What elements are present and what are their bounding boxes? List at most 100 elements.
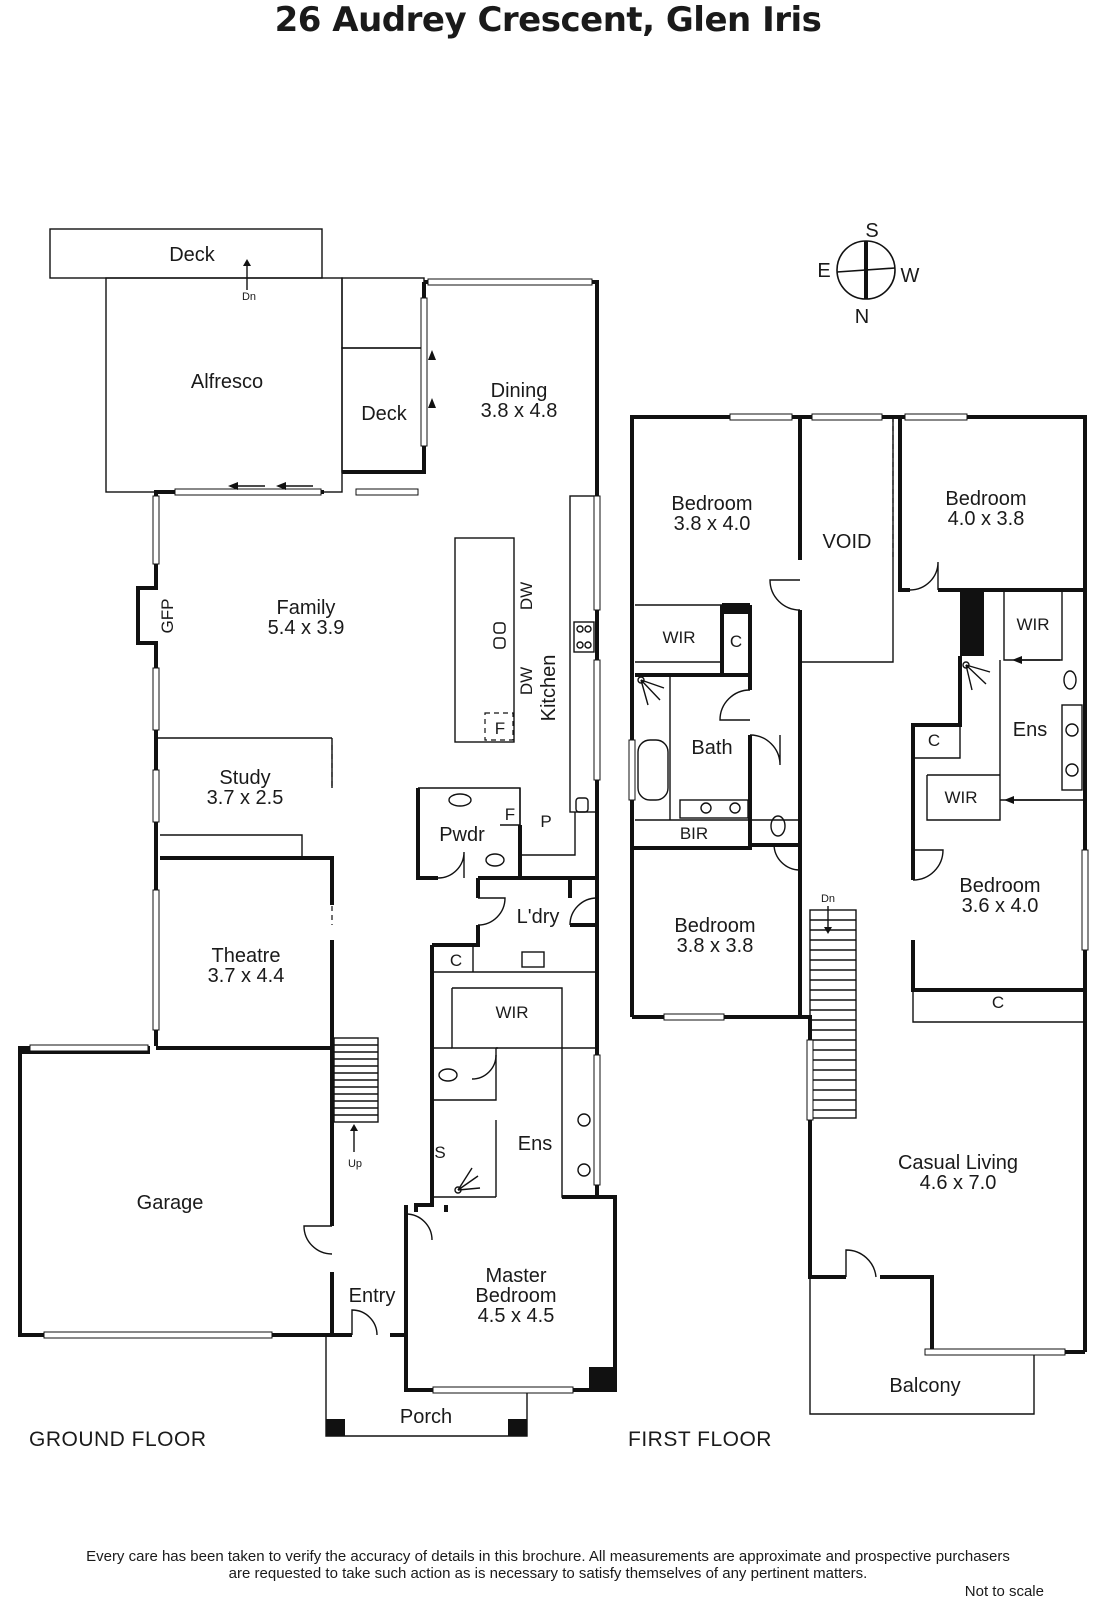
pantry-label: P <box>540 812 551 831</box>
ground-floor-label: GROUND FLOOR <box>29 1428 207 1451</box>
master-label-2: Bedroom <box>475 1285 556 1307</box>
ens-west-wall <box>414 945 448 1212</box>
laundry-walls <box>432 878 597 947</box>
compass-s: S <box>865 220 878 242</box>
void-label: VOID <box>823 531 872 553</box>
bath-label: Bath <box>691 737 732 759</box>
master-door-swing <box>405 1213 433 1241</box>
garage-window <box>29 1044 149 1052</box>
oven <box>575 797 589 813</box>
compass-icon: S E W N <box>817 220 919 328</box>
bir-label: BIR <box>680 824 708 843</box>
disclaimer-line-2: are requested to take such action as is … <box>228 1565 868 1582</box>
window <box>924 1348 1066 1356</box>
garage-door-swing <box>303 1225 333 1255</box>
c3-label: C <box>992 993 1004 1012</box>
slide-arrow <box>1012 656 1022 664</box>
window <box>628 739 636 801</box>
slide-arrow <box>228 482 238 490</box>
shower-s-label: S <box>434 1143 445 1162</box>
ens-shower-first <box>962 661 991 691</box>
casual-dim: 4.6 x 7.0 <box>920 1172 997 1194</box>
c1-block <box>722 604 750 614</box>
window <box>355 488 419 496</box>
study-shelf <box>160 834 303 858</box>
first-wall-south <box>632 1015 1085 1354</box>
wc-walls <box>432 1047 498 1101</box>
ground-stairs <box>333 1037 379 1152</box>
c2-label: C <box>928 731 940 750</box>
burner <box>584 625 592 633</box>
porch-outline <box>325 1335 528 1437</box>
bed3-dim: 3.8 x 3.8 <box>677 935 754 957</box>
ens-label: Ens <box>518 1133 552 1155</box>
fridge-label: F <box>495 719 505 738</box>
bed4-dim: 3.6 x 4.0 <box>962 895 1039 917</box>
sliding-door <box>420 297 428 447</box>
master-dim: 4.5 x 4.5 <box>478 1305 555 1327</box>
bed2-door <box>909 561 939 591</box>
kitchen-label: Kitchen <box>538 655 560 722</box>
wc-door <box>749 734 781 766</box>
ens-basin <box>1065 763 1079 777</box>
first-floor-label: FIRST FLOOR <box>628 1428 772 1451</box>
garage-label: Garage <box>137 1192 204 1214</box>
alfresco-label: Alfresco <box>191 371 263 393</box>
kitchen-island <box>454 537 515 743</box>
pwdr-basin <box>448 793 472 807</box>
slide-arrow-vert <box>428 398 436 408</box>
ens-label-first: Ens <box>1013 719 1047 741</box>
dw-label-1: DW <box>517 582 536 610</box>
void-dash <box>799 417 894 560</box>
wc-door-swing <box>471 1054 497 1080</box>
laundry-bench <box>432 945 597 973</box>
balcony-outline <box>809 1277 1035 1415</box>
bed2-west-wall <box>898 417 910 592</box>
not-to-scale: Not to scale <box>964 1583 1044 1600</box>
ens-basin-2 <box>577 1163 591 1177</box>
master-column <box>589 1367 615 1390</box>
theatre-dim: 3.7 x 4.4 <box>208 965 285 987</box>
entry-door-swing <box>351 1309 378 1336</box>
window <box>152 495 160 565</box>
casual-label: Casual Living <box>898 1152 1018 1174</box>
bath-door <box>719 689 751 721</box>
slide-arrow <box>276 482 286 490</box>
window <box>427 278 593 286</box>
dn-arrow-head <box>243 259 251 266</box>
ens-vanity <box>561 1047 597 1198</box>
bed1-dim: 3.8 x 4.0 <box>674 513 751 535</box>
window <box>432 1386 574 1394</box>
up-label: Up <box>348 1158 362 1170</box>
bed4-door <box>912 849 944 881</box>
ens-basin-1 <box>577 1113 591 1127</box>
study-dim: 3.7 x 2.5 <box>207 787 284 809</box>
bed4-cupboard <box>912 990 1085 1023</box>
bed4-label: Bedroom <box>959 875 1040 897</box>
bir-walls <box>630 820 752 850</box>
pwdr-toilet <box>485 853 505 867</box>
dining-dim: 3.8 x 4.8 <box>481 400 558 422</box>
ens-bed4-walls <box>911 656 1085 992</box>
window <box>152 889 160 1031</box>
ground-wall-dining-west <box>342 282 426 474</box>
bath-inner <box>635 675 750 821</box>
compass-n: N <box>855 306 869 328</box>
bed2-dim: 4.0 x 3.8 <box>948 508 1025 530</box>
laundry-door-swing <box>477 897 506 926</box>
family-label: Family <box>277 597 336 619</box>
balcony-label: Balcony <box>889 1375 960 1397</box>
ens-shower-icon <box>454 1167 481 1194</box>
ens-vanity <box>1061 704 1083 791</box>
sink-1 <box>493 622 506 634</box>
cooktop <box>573 621 595 653</box>
burner <box>576 625 584 633</box>
ens-toilet <box>1063 670 1077 690</box>
porch-column-right <box>508 1419 527 1436</box>
window <box>806 1039 814 1121</box>
bath-shower <box>637 676 665 706</box>
deck-side-upper <box>341 277 425 349</box>
window <box>1081 849 1089 951</box>
bed1-label: Bedroom <box>671 493 752 515</box>
